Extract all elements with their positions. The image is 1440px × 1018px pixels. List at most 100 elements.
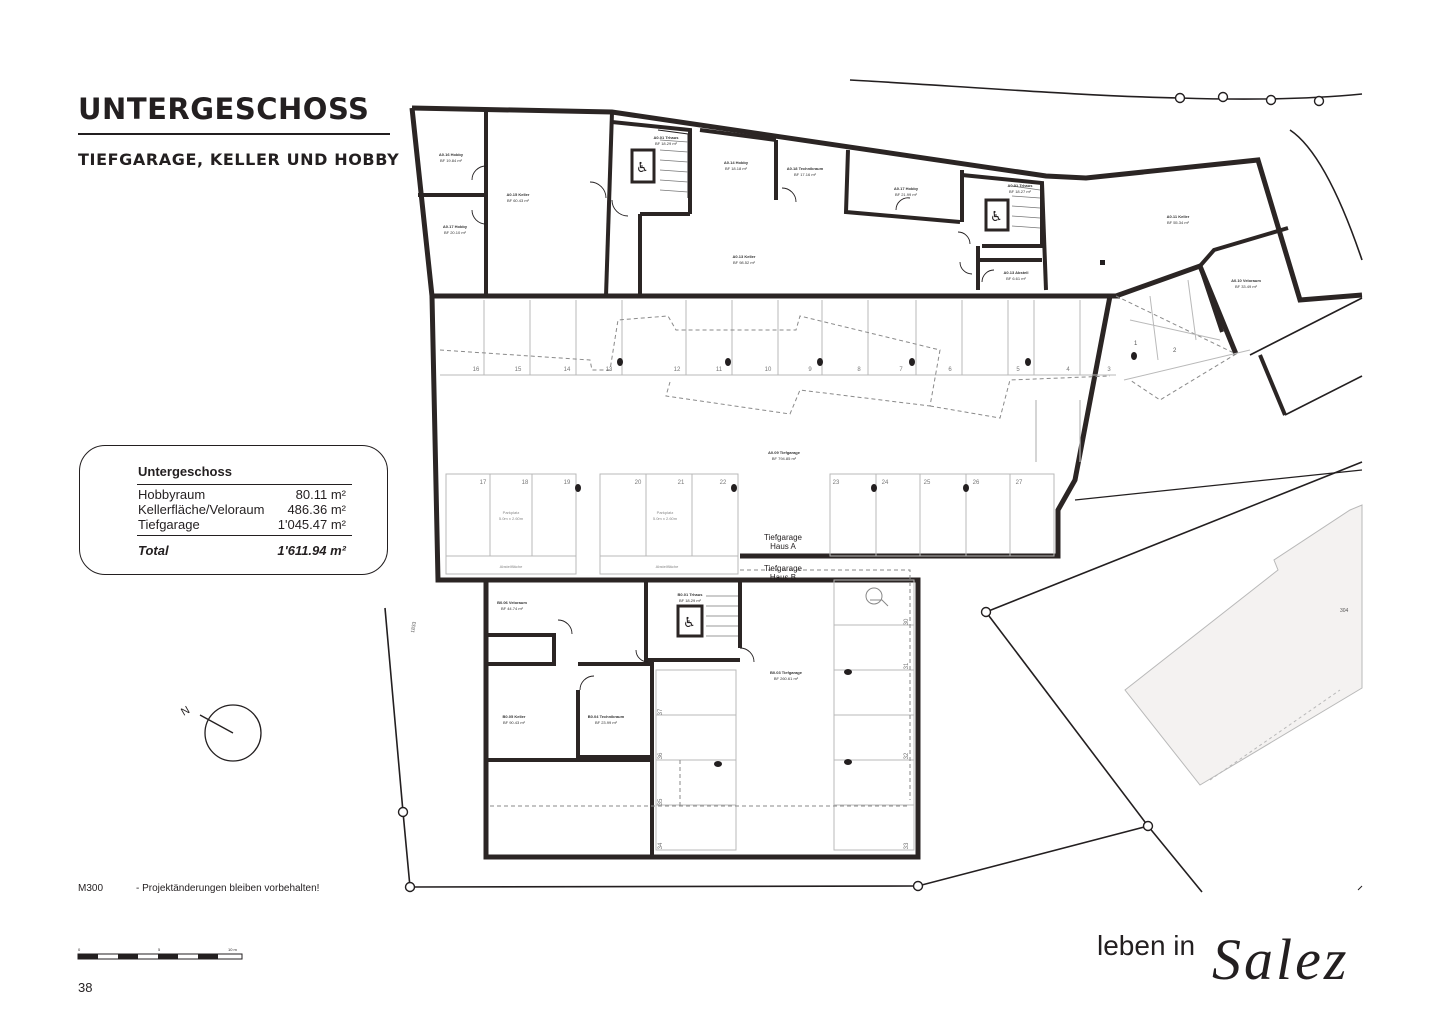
room-label: A0.11 Keller [1167,214,1190,219]
project-remark: - Projektänderungen bleiben vorbehalten! [136,883,320,894]
parkplatz-size: 5.0m x 2.60m [653,516,678,521]
space-number: 19 [564,480,571,486]
area-summary-total-divider [137,535,352,536]
room-label: A0.13 Abstell [1004,270,1029,275]
room-label: A0.14 Hobby [724,160,749,165]
parkplatz-label: Parkplatz [657,510,674,515]
space-number: 8 [857,367,861,373]
space-number: 34 [658,842,664,849]
area-total-value: 1'611.94 m² [277,543,346,558]
neighbouring-building [1074,469,1363,786]
accessible-parking-icon [865,587,889,607]
site-boundary-lines [384,461,1363,893]
area-row-value: 1'045.47 m² [277,517,346,532]
room-area: BF 18.29 m² [679,598,702,603]
page-number: 38 [78,980,93,995]
space-number: 24 [882,480,889,486]
scale-bar-icon [77,953,243,960]
space-number: 25 [924,480,931,486]
room-area: BF 98.52 m² [733,260,756,265]
room-area: BF 20.10 m² [444,230,467,235]
room-area: BF 260.61 m² [774,676,799,681]
room-label: A0.13 Keller [733,254,756,259]
stair-core-b [984,185,1041,232]
parking-bays-top [440,300,1116,376]
room-area: BF 17.16 m² [794,172,817,177]
room-area: BF 6.61 m² [1006,276,1026,281]
space-number: 18 [522,480,529,486]
space-number: 11 [716,367,723,373]
room-label: A0.10 Veloraum [1231,278,1261,283]
space-number: 31 [904,662,910,669]
brand-name: Salez [1212,927,1350,992]
compass-north-label: N [179,704,192,718]
svg-text:♿: ♿ [990,209,1003,225]
door-arcs [471,165,995,691]
parking-bays-middle [445,473,1055,575]
room-area: BF 18.27 m² [1009,189,1032,194]
space-number: 30 [904,618,910,625]
scale-note: M300 [78,883,104,894]
space-number: 35 [658,798,664,805]
stair-core-a [630,129,689,198]
space-number: 15 [515,367,522,373]
room-area: BF 44.74 m² [501,606,524,611]
space-number: 17 [480,480,487,486]
space-number: 22 [720,480,727,486]
svg-text:♿: ♿ [636,160,649,176]
room-label: A0.01 Trhaus [654,135,680,140]
boundary-markers-lower [397,606,1154,893]
space-number: 12 [674,367,681,373]
space-number: 32 [904,752,910,759]
ramp-mark: 2 [1173,348,1177,354]
scale-bar-label: 5 [158,947,161,952]
title-rule [78,133,390,135]
room-area: BF 21.99 m² [895,192,918,197]
room-area: BF 18.18 m² [725,166,748,171]
garage-label-haus-a: Tiefgarage [764,533,803,542]
room-label: A0.17 Hobby [443,224,468,229]
wheelchair-icon: ♿ ♿ ♿ [636,160,1003,631]
space-number: 14 [564,367,571,373]
room-area: BF 23.99 m² [595,720,618,725]
room-area: BF 19.84 m² [440,158,463,163]
right-outline-lines [1249,297,1363,416]
lane-marks [1035,400,1081,462]
room-label: A0.01 Trhaus [1008,183,1034,188]
area-summary-box: Untergeschoss Hobbyraum 80.11 m² Kellerf… [79,445,388,575]
room-label: A0.17 Hobby [894,186,919,191]
area-row-value: 486.36 m² [287,502,346,517]
area-row-label: Tiefgarage [138,517,200,532]
space-number: 36 [658,752,664,759]
space-number: 27 [1016,480,1023,486]
page-title: UNTERGESCHOSS [78,92,370,126]
room-area: BF 55.34 m² [1167,220,1190,225]
interior-walls [418,111,1289,416]
scale-bar-label: 10 m [228,947,238,952]
ramp [1123,279,1251,381]
dashed-overlay-b [490,569,911,807]
area-row-label: Hobbyraum [138,487,206,502]
space-number: 16 [473,367,480,373]
space-number: 20 [635,480,642,486]
garage-label-haus-b: Haus B [770,573,796,582]
space-number: 13 [606,367,613,373]
space-number: 33 [904,842,910,849]
area-row-value: 80.11 m² [295,487,346,502]
svg-text:♿: ♿ [683,615,696,631]
dashed-overlay-top [439,295,1238,419]
brand-prefix: leben in [1097,930,1196,961]
abstellflaeche-label: Abstellfläche [656,564,679,569]
room-label: B0.03 Tiefgarage [770,670,803,675]
space-number: 3 [1107,367,1111,373]
scale-bar-label: 0 [78,947,81,952]
garage-label-haus-b: Tiefgarage [764,564,803,573]
road-curve [1289,129,1363,261]
space-number: 26 [973,480,980,486]
room-label: A0.18 Technikraum [787,166,824,171]
ramp-mark: 1 [1134,341,1138,347]
space-number: 23 [833,480,840,486]
room-label: B0.04 Technikraum [588,714,625,719]
compass-icon [199,704,262,762]
